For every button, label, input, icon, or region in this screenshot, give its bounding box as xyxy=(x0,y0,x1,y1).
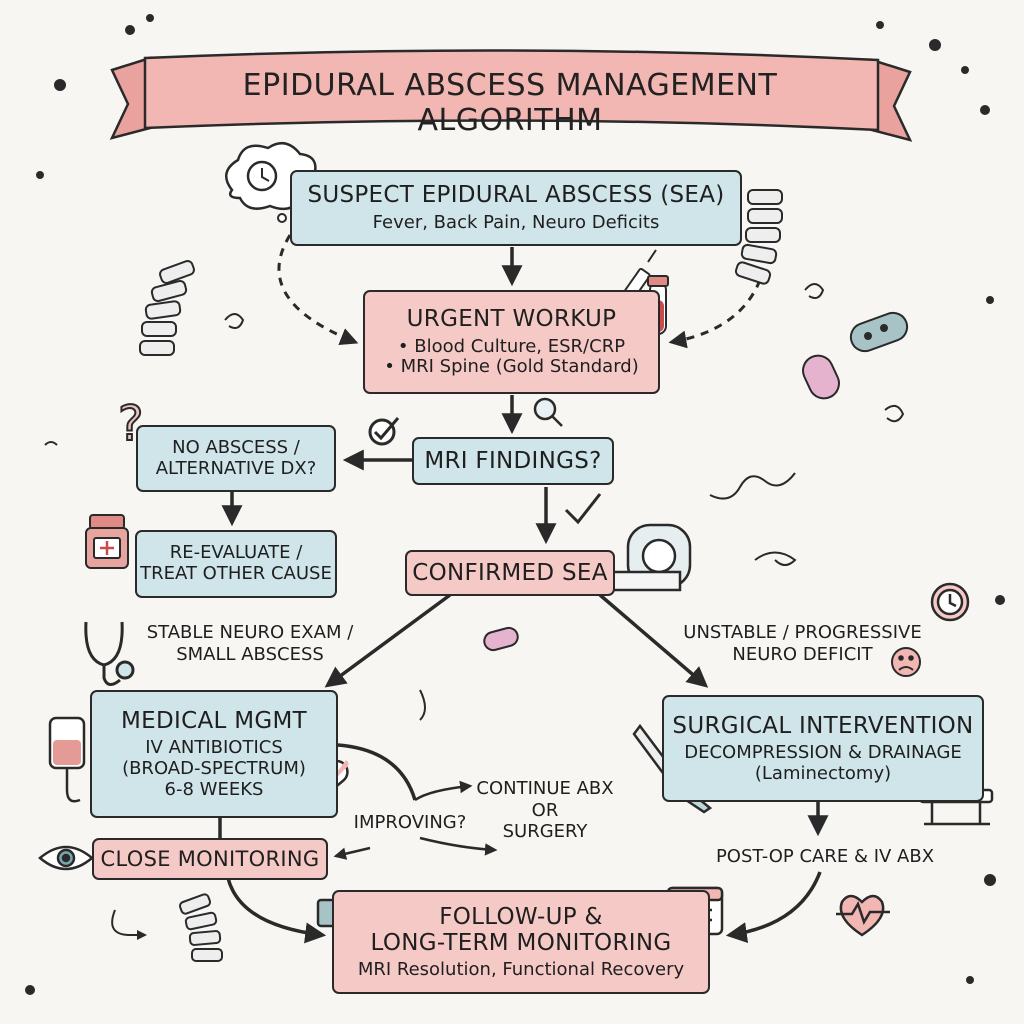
node-title: CONFIRMED SEA xyxy=(412,559,608,586)
label-line: SMALL ABSCESS xyxy=(176,643,324,665)
clock-icon xyxy=(930,582,970,622)
arrow-improving-to-monitoring xyxy=(333,846,371,860)
node-line: RE-EVALUATE / xyxy=(169,542,303,564)
node-urgent-workup: URGENT WORKUP • Blood Culture, ESR/CRP •… xyxy=(363,290,660,394)
node-close-monitoring: CLOSE MONITORING xyxy=(92,838,328,880)
decorative-doodles xyxy=(25,14,1005,995)
arrow-postop-to-followup xyxy=(725,871,822,944)
node-mri-findings: MRI FINDINGS? xyxy=(412,437,614,485)
node-line: NO ABSCESS / xyxy=(172,436,300,458)
arrow-improving-to-continue xyxy=(414,780,473,802)
spine-icon xyxy=(139,260,195,356)
arrow-confirmed-to-medical xyxy=(324,593,452,688)
arrow-medical-to-improving xyxy=(337,743,417,801)
node-surgical-intervention: SURGICAL INTERVENTION DECOMPRESSION & DR… xyxy=(662,695,984,802)
title-banner xyxy=(109,49,913,142)
arrow-improving-to-surgery xyxy=(419,836,498,856)
bacteria-icon xyxy=(483,311,909,652)
iv-bag-icon xyxy=(48,716,86,803)
node-suspect-sea: SUSPECT EPIDURAL ABSCESS (SEA) Fever, Ba… xyxy=(290,170,742,246)
label-continue-abx: CONTINUE ABX OR SURGERY xyxy=(470,778,620,843)
node-title: SURGICAL INTERVENTION xyxy=(672,712,974,739)
node-title: CLOSE MONITORING xyxy=(100,846,320,871)
diagram-title: EPIDURAL ABSCESS MANAGEMENT ALGORITHM xyxy=(242,68,778,138)
node-reevaluate: RE-EVALUATE / TREAT OTHER CAUSE xyxy=(135,530,337,598)
checkmark-icon xyxy=(564,493,602,525)
node-title: SUSPECT EPIDURAL ABSCESS (SEA) xyxy=(307,182,725,209)
node-medical-mgmt: MEDICAL MGMT IV ANTIBIOTICS (BROAD-SPECT… xyxy=(90,690,338,818)
label-line: UNSTABLE / PROGRESSIVE xyxy=(683,622,922,643)
label-line: SURGERY xyxy=(502,821,588,843)
checkmark-icon xyxy=(368,417,400,446)
node-line: (Laminectomy) xyxy=(754,762,892,784)
node-no-abscess: NO ABSCESS / ALTERNATIVE DX? xyxy=(136,425,336,492)
node-title: MEDICAL MGMT xyxy=(121,707,307,734)
label-post-op: POST-OP CARE & IV ABX xyxy=(715,846,935,867)
node-confirmed-sea: CONFIRMED SEA xyxy=(405,550,615,596)
node-line: LONG-TERM MONITORING xyxy=(370,930,672,957)
arrow-monitoring-to-followup xyxy=(226,877,327,944)
spine-icon xyxy=(178,893,223,962)
sad-face-icon xyxy=(891,647,921,677)
spine-icon xyxy=(734,189,783,285)
node-follow-up: FOLLOW-UP & LONG-TERM MONITORING MRI Res… xyxy=(332,890,710,994)
label-line: OR xyxy=(531,799,559,821)
node-title: MRI FINDINGS? xyxy=(424,447,602,474)
eye-icon xyxy=(38,845,94,871)
dashed-arrows xyxy=(277,234,762,349)
heart-pulse-icon xyxy=(836,894,890,937)
node-line: ALTERNATIVE DX? xyxy=(155,457,317,479)
node-line: FOLLOW-UP & xyxy=(439,903,603,930)
label-line: CONTINUE ABX xyxy=(476,778,614,799)
label-stable: STABLE NEURO EXAM / SMALL ABSCESS xyxy=(135,622,365,665)
mri-scanner-icon xyxy=(606,523,692,592)
node-title: URGENT WORKUP xyxy=(406,306,617,333)
node-detail: Fever, Back Pain, Neuro Deficits xyxy=(372,211,660,233)
node-line: IV ANTIBIOTICS xyxy=(145,737,283,759)
label-improving: IMPROVING? xyxy=(353,812,467,833)
label-line: STABLE NEURO EXAM / xyxy=(146,622,354,643)
label-unstable: UNSTABLE / PROGRESSIVE NEURO DEFICIT xyxy=(670,622,935,665)
workup-item: • Blood Culture, ESR/CRP xyxy=(397,335,626,357)
stethoscope-icon xyxy=(84,621,135,686)
node-line: 6-8 WEEKS xyxy=(164,778,264,800)
node-line: DECOMPRESSION & DRAINAGE xyxy=(684,742,962,764)
flow-arrows xyxy=(218,247,829,944)
label-line: NEURO DEFICIT xyxy=(732,643,873,665)
node-line: (BROAD-SPECTRUM) xyxy=(122,757,306,779)
magnifier-icon xyxy=(533,397,563,427)
pill-bottle-icon xyxy=(85,514,129,569)
node-line: MRI Resolution, Functional Recovery xyxy=(357,958,685,980)
workup-item: • MRI Spine (Gold Standard) xyxy=(384,356,639,378)
node-line: TREAT OTHER CAUSE xyxy=(140,563,332,584)
arrow-confirmed-to-surgical xyxy=(598,593,709,688)
